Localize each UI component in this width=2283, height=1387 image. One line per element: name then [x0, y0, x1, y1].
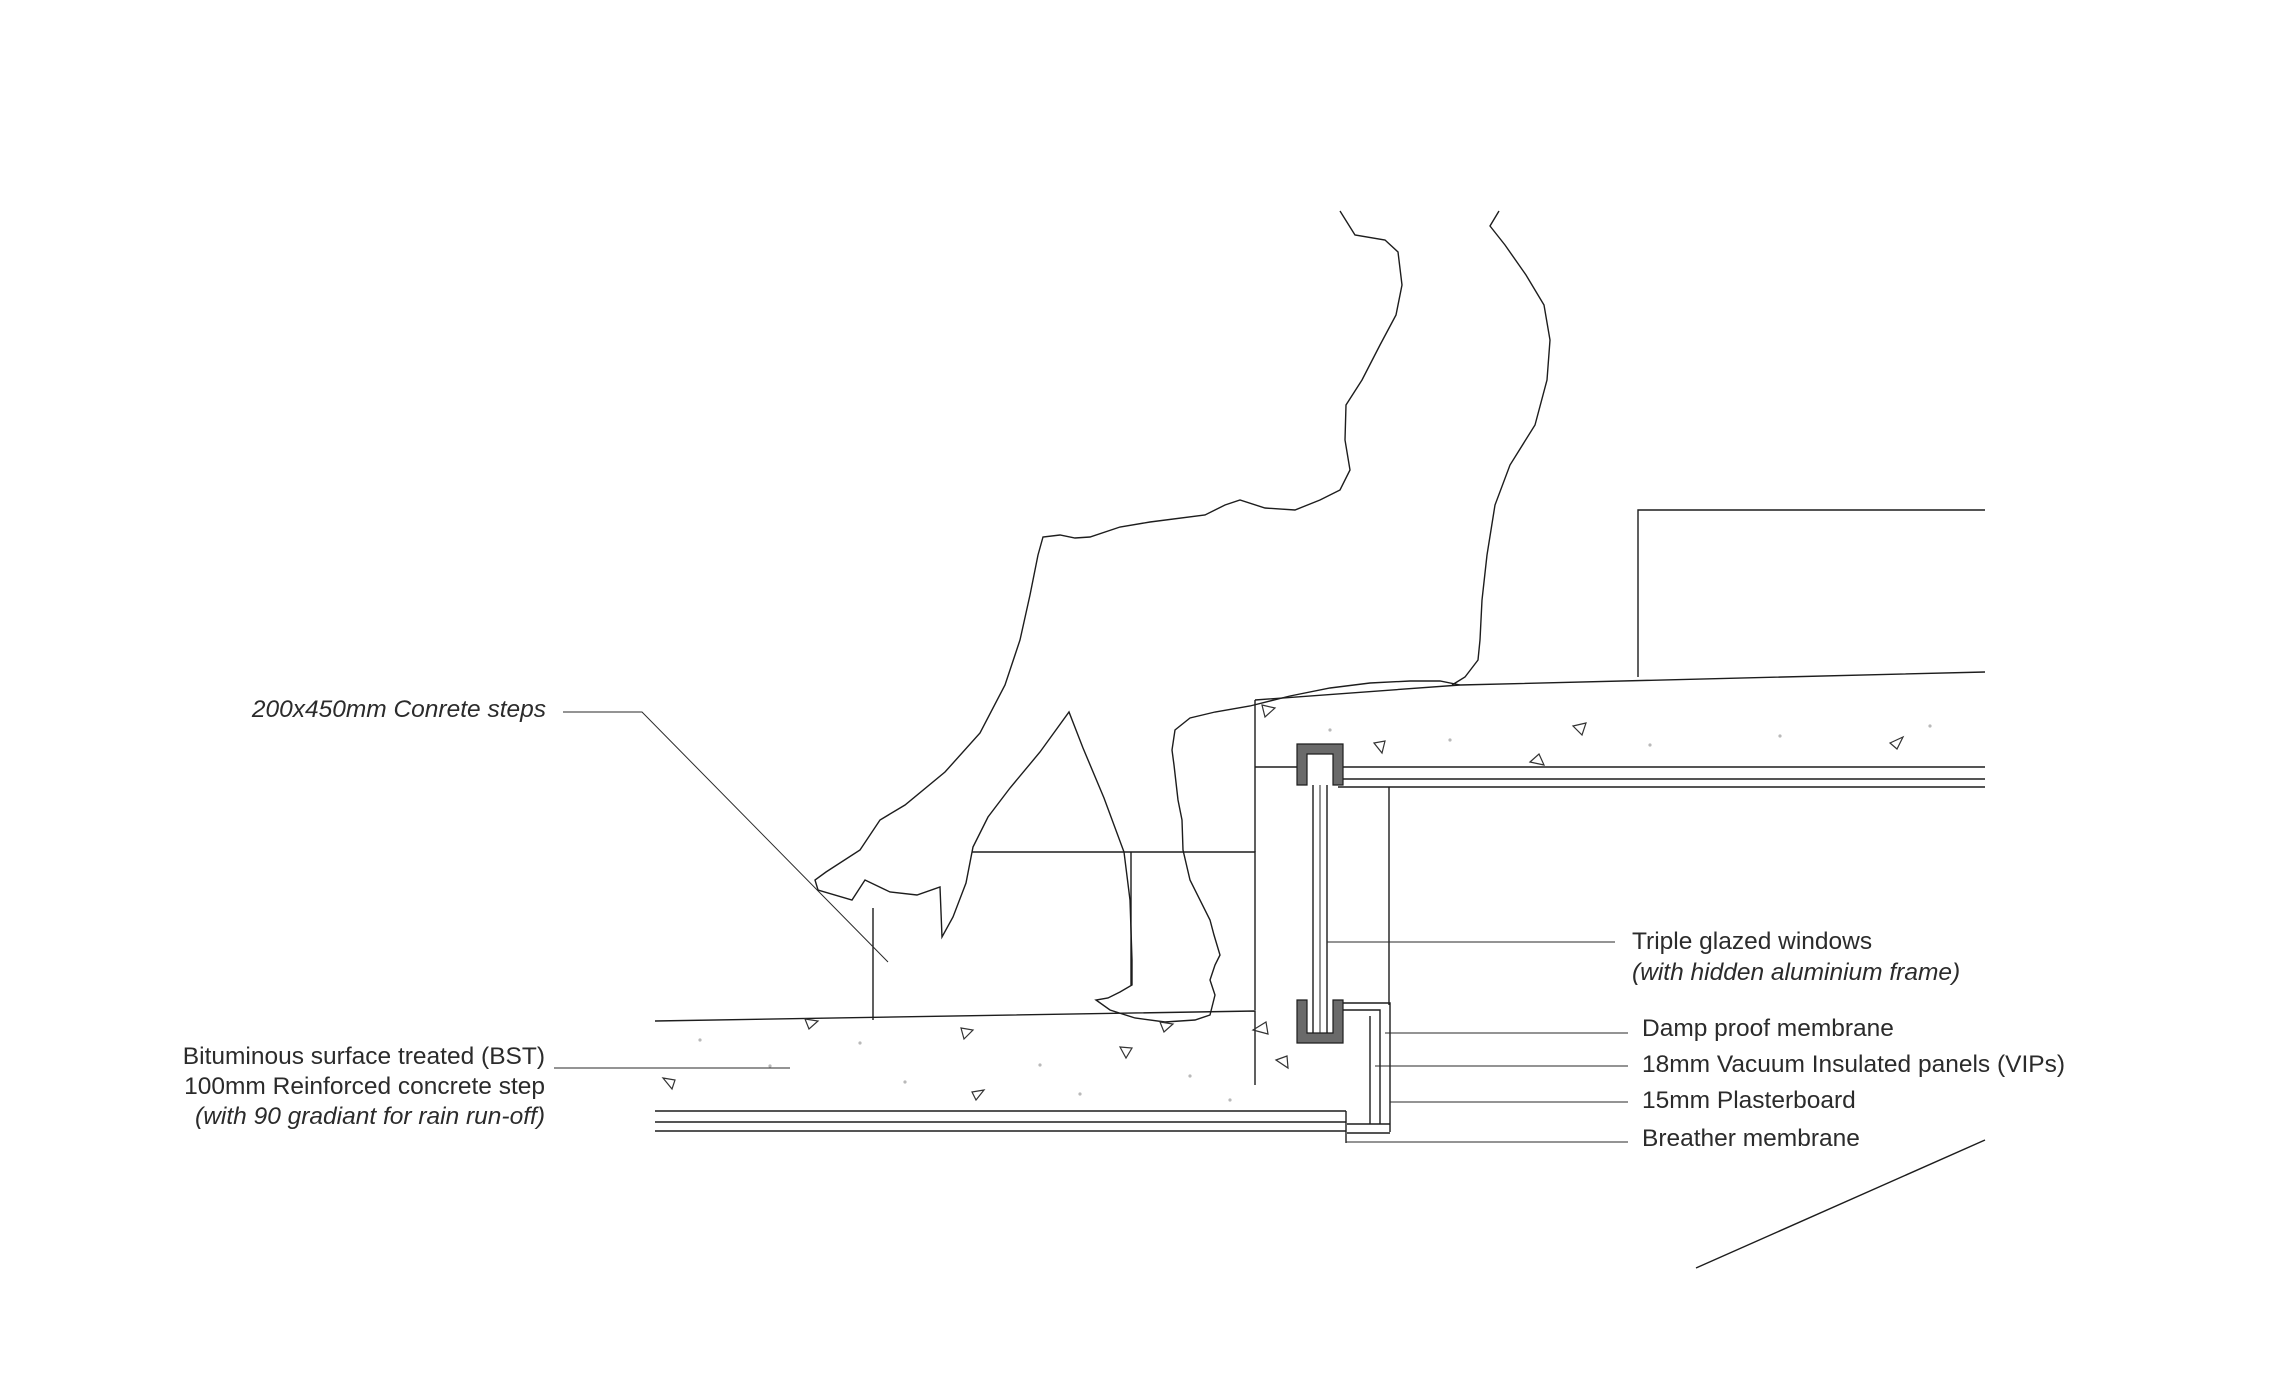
leader-lines: [554, 711, 1628, 1143]
label-concrete-steps: 200x450mm Conrete steps: [251, 696, 546, 723]
label-vacuum-insulated-panels: 18mm Vacuum Insulated panels (VIPs): [1642, 1051, 2065, 1078]
label-triple-glazed-note: (with hidden aluminium frame): [1632, 959, 1960, 986]
upper-concrete-slab: [1254, 671, 1986, 852]
wall-layers: [1343, 787, 1391, 1143]
ground-concrete-slab: [654, 1010, 1346, 1132]
lower-aluminium-frame: [1296, 999, 1344, 1044]
triple-glazed-window: [1296, 743, 1344, 1044]
label-triple-glazed: Triple glazed windows: [1632, 928, 1872, 955]
label-breather-membrane: Breather membrane: [1642, 1125, 1860, 1152]
annotations: 200x450mm Conrete steps Triple glazed wi…: [183, 696, 2065, 1152]
label-damp-proof-membrane: Damp proof membrane: [1642, 1015, 1894, 1042]
label-bst: Bituminous surface treated (BST): [183, 1043, 545, 1070]
label-plasterboard: 15mm Plasterboard: [1642, 1087, 1856, 1114]
break-line: [1695, 1139, 1986, 1269]
label-reinforced-concrete-step: 100mm Reinforced concrete step: [184, 1073, 545, 1100]
label-gradient-note: (with 90 gradiant for rain run-off): [195, 1103, 545, 1130]
concrete-step: [872, 851, 1256, 1020]
upper-aluminium-frame: [1296, 743, 1344, 786]
back-wall-outline: [1637, 509, 1985, 677]
seated-figure-silhouette: [814, 210, 1551, 1023]
